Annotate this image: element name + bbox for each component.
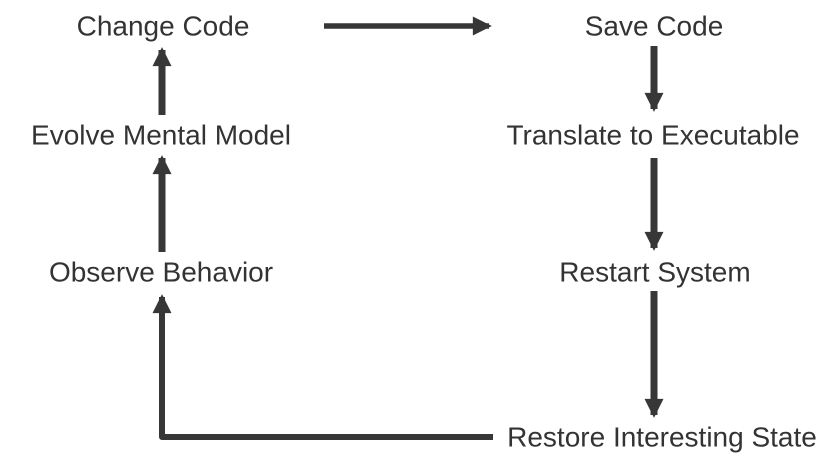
node-change-code: Change Code xyxy=(76,10,250,42)
arrow-restore-to-observe-icon xyxy=(152,294,493,440)
node-translate-to-executable: Translate to Executable xyxy=(506,119,800,151)
node-save-code: Save Code xyxy=(584,10,724,42)
node-evolve-mental-model: Evolve Mental Model xyxy=(31,119,291,151)
node-restore-interesting-state: Restore Interesting State xyxy=(507,421,817,453)
node-observe-behavior: Observe Behavior xyxy=(48,256,274,288)
node-restart-system: Restart System xyxy=(559,256,751,288)
